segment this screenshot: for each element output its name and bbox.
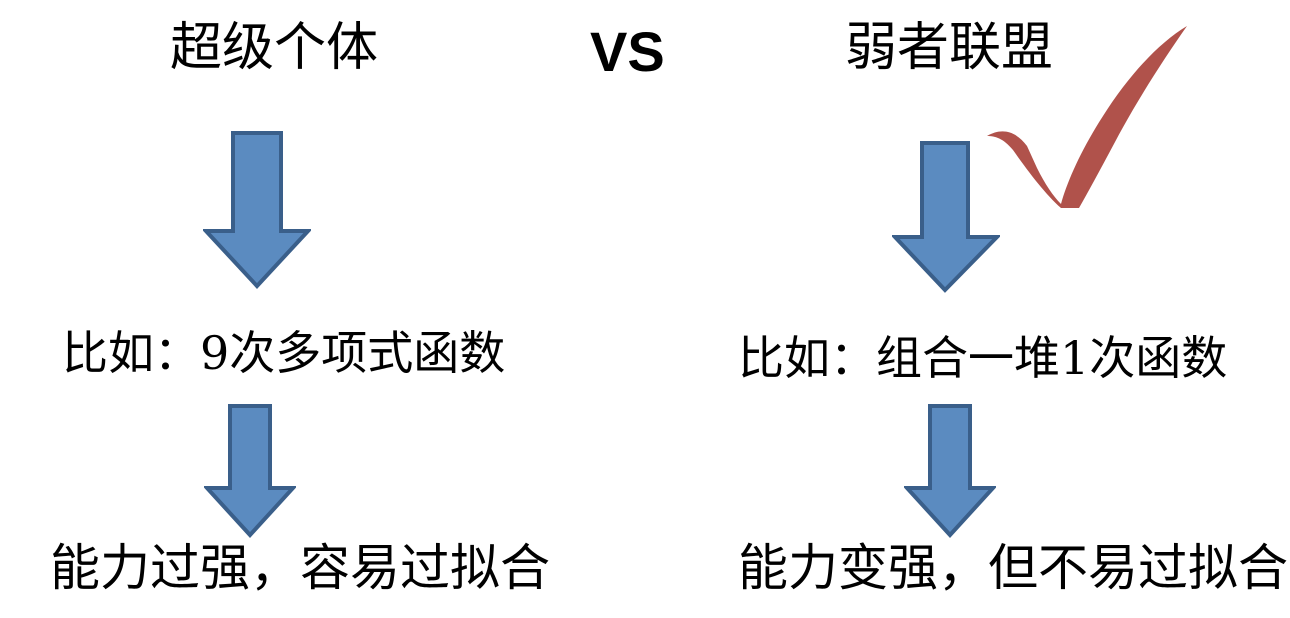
left-column-title: 超级个体 xyxy=(170,18,379,78)
left-arrow-bottom xyxy=(204,404,296,538)
versus-label: VS xyxy=(590,20,665,83)
right-arrow-bottom xyxy=(904,404,996,538)
right-arrow-top xyxy=(892,141,1000,293)
right-column-conclusion: 能力变强，但不易过拟合 xyxy=(738,539,1288,597)
checkmark-icon xyxy=(987,26,1187,208)
left-column-conclusion: 能力过强，容易过拟合 xyxy=(50,539,550,597)
right-column-example: 比如：组合一堆1次函数 xyxy=(738,331,1228,385)
left-column-example: 比如：9次多项式函数 xyxy=(62,326,506,380)
left-arrow-top xyxy=(203,131,311,289)
right-column-title: 弱者联盟 xyxy=(845,18,1054,78)
